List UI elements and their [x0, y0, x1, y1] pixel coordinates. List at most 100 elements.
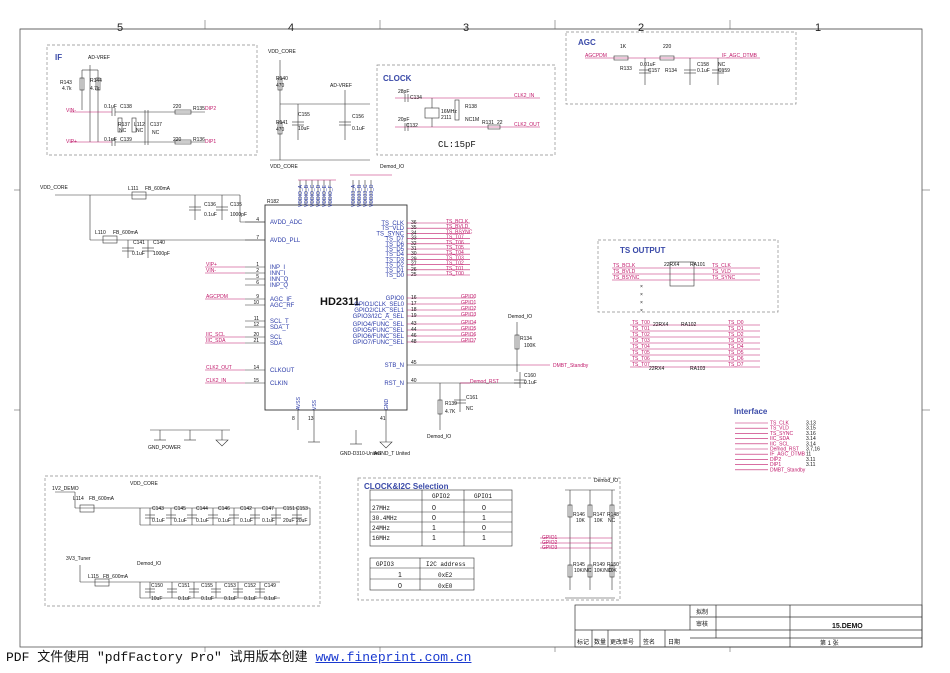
pin-name: SCL_T	[270, 319, 289, 325]
supply-label: 1000pF	[153, 251, 170, 257]
grid-col-5: 5	[117, 22, 123, 34]
pin-name: TS_D5	[385, 247, 404, 253]
pin-number: 32	[411, 241, 417, 247]
net-label: TS_T03	[446, 255, 464, 261]
pin-name: TS_SYNC	[376, 231, 404, 237]
pin-name: INN_Q	[270, 277, 289, 283]
if-label: R136	[193, 137, 205, 143]
net-label: TS_T04	[446, 250, 464, 256]
supply-label: C135	[230, 202, 242, 208]
title-row-label: 签名	[643, 638, 655, 646]
pin-number: 9	[256, 294, 259, 300]
pin-number: 5	[256, 274, 259, 280]
clock-i2c-label: Demod_IO	[594, 478, 618, 484]
net-label: AGCPDM	[206, 294, 228, 300]
misc-label: GND-D310-United	[340, 451, 381, 457]
net-label: GPIO6	[461, 332, 477, 338]
ts-data-out: TS_D3	[728, 338, 744, 344]
clock-table-cell: 0	[482, 505, 486, 512]
res-label: RA103	[690, 366, 706, 372]
agc-title: AGC	[578, 38, 596, 47]
if-label: DIP1	[205, 139, 216, 145]
pin-number: 31	[411, 246, 417, 252]
grid-col-1: 1	[815, 22, 821, 34]
net-label: VIN-	[206, 268, 216, 274]
pin-number: 6	[256, 280, 259, 286]
pin-name: AVDD_PLL	[270, 238, 301, 244]
net-label: CLK2_OUT	[206, 365, 232, 371]
pin-name: INP_I	[270, 265, 285, 271]
nc-mark: ×	[640, 284, 643, 290]
pin-number: 16	[411, 295, 417, 301]
if-label: NC	[152, 130, 160, 136]
pin-name: AVDD_ADC	[270, 220, 303, 226]
res-label: RA102	[681, 322, 697, 328]
clock-label: C134	[410, 95, 422, 101]
interface-net: TS_SYNC	[770, 431, 793, 437]
supply-label: L111	[128, 186, 139, 192]
pulldown-resistor	[567, 564, 573, 578]
pin-name: VDD33_C	[363, 184, 369, 207]
i2c-table-cell: 0xE2	[438, 572, 453, 579]
lower-supply-label: 0.1uF	[178, 596, 191, 602]
lower-supply-circuit	[55, 491, 311, 599]
title-row-label: 数量	[594, 638, 606, 646]
clock-label: C132	[406, 123, 418, 129]
res-label: 22RX4	[649, 366, 665, 372]
ts-data-in: TS_T05	[632, 350, 650, 356]
net-label: IIC_SDA	[206, 338, 226, 344]
ts-data-out: TS_D0	[728, 320, 744, 326]
ts-out-label: TS_SYNC	[712, 275, 735, 281]
clock-label: 22	[497, 120, 503, 126]
net-label: GPIO3	[461, 312, 477, 318]
pin-number: 2	[256, 268, 259, 274]
ts-out-label: TS_CLK	[712, 263, 732, 269]
clock-i2c-label: R150	[607, 562, 619, 568]
pin-name: CLKOUT	[270, 368, 295, 374]
lower-supply-label: 0.1uF	[224, 596, 237, 602]
clock-label: CLK2_IN	[514, 93, 535, 99]
fineprint-link[interactable]: www.fineprint.com.cn	[315, 650, 472, 665]
grid-col-4: 4	[288, 22, 294, 34]
drawn-label: 拟制	[696, 608, 708, 616]
ts-data-in: TS_T06	[632, 356, 650, 362]
ts-data-out: TS_D2	[728, 332, 744, 338]
net-label: TS_T05	[446, 245, 464, 251]
lower-supply-label: C143	[152, 506, 164, 512]
lower-supply-label: C142	[240, 506, 252, 512]
ts-in-label: TS_BVLD	[613, 269, 636, 275]
page-number: 第 1 张	[820, 639, 839, 647]
vref-label: 470	[276, 127, 285, 133]
net-label: VDD_CORE	[270, 164, 298, 170]
clock-i2c-label: 10K/NC	[594, 568, 612, 574]
pin-name: GPIO3/I2C_A_SEL	[353, 314, 405, 320]
ts-data-in: TS_T00	[632, 320, 650, 326]
pin-name: AGC_RF	[270, 303, 295, 309]
lower-supply-label: C155	[201, 583, 213, 589]
pin-number: 7	[256, 235, 259, 241]
clock-table-cell: 0	[432, 505, 436, 512]
clock-label: R138	[465, 104, 477, 110]
interface-net: TS_VLD	[770, 426, 789, 432]
i2c-table-cell: 0xE0	[438, 583, 453, 590]
pin-name: GPIO2/CLK_SEL1	[354, 308, 404, 314]
net-label: TS_BSYNC	[446, 229, 473, 235]
ts-data-in: TS_T04	[632, 344, 650, 350]
interface-title: Interface	[734, 407, 768, 416]
misc-label: AGND_T United	[374, 451, 410, 457]
if-block	[70, 65, 205, 146]
clock-i2c-label: GPIO1	[542, 535, 558, 541]
clock-label: CLK2_OUT	[514, 122, 540, 128]
agc-label: NC	[718, 62, 726, 68]
net-label: GPIO5	[461, 326, 477, 332]
grid-col-2: 2	[638, 22, 644, 34]
pin-name: RST_N	[384, 381, 404, 387]
clock-i2c-label: R148	[607, 512, 619, 518]
net-label: TS_BCLK	[446, 219, 469, 225]
lower-supply-label: C153	[224, 583, 236, 589]
if-label: L112	[134, 122, 145, 128]
pin-name: AVSS	[296, 396, 302, 410]
clock-table-cell: 0	[482, 525, 486, 532]
vref-label: AD-VREF	[330, 83, 352, 89]
